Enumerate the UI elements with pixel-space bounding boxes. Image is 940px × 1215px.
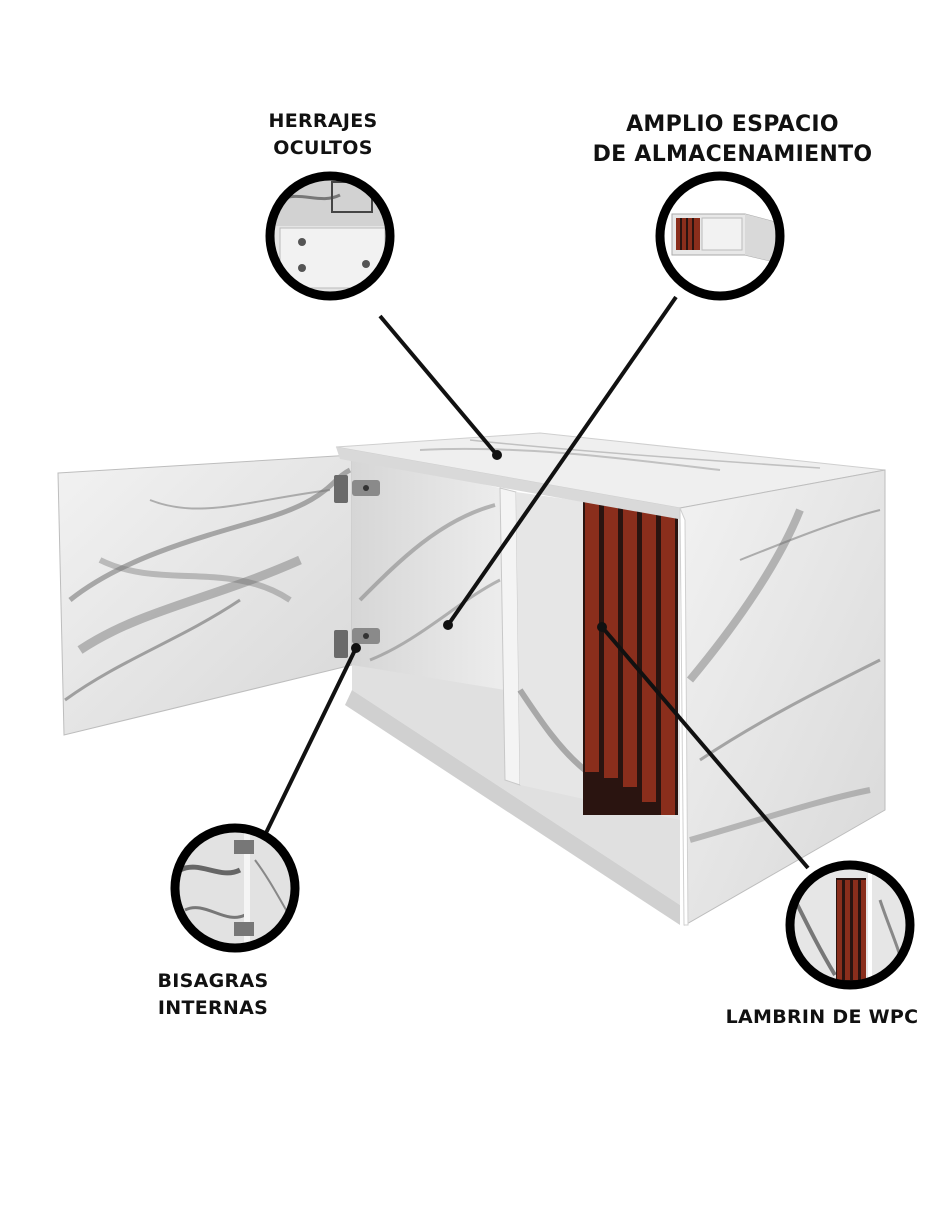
leader-line-hinges: [263, 647, 358, 836]
leader-line-panel: [600, 625, 810, 870]
wpc-panel-label: LAMBRIN DE WPC: [725, 1006, 919, 1028]
door-veins: [64, 467, 352, 702]
hinge-top: [334, 475, 380, 503]
cabinet-side: [679, 469, 886, 926]
leader-line-storage: [446, 295, 678, 627]
leader-line-hardware: [378, 314, 499, 457]
internal-hinges-label: BISAGRAS INTERNAS: [157, 970, 269, 1019]
leader-dots: [351, 450, 607, 653]
wpc-panel-closeup: [785, 860, 915, 990]
storage-space-label: AMPLIO ESPACIO DE ALMACENAMIENTO: [592, 112, 873, 167]
cabinet: [57, 432, 886, 926]
leader-lines: [263, 295, 810, 870]
hidden-hardware-closeup: [265, 171, 395, 301]
hinge-bottom: [334, 628, 380, 658]
storage-space-closeup: [655, 171, 785, 301]
internal-hinge-closeup: [170, 823, 300, 953]
hidden-hardware-label: HERRAJES OCULTOS: [268, 110, 378, 159]
cabinet-bottom: [352, 665, 680, 905]
